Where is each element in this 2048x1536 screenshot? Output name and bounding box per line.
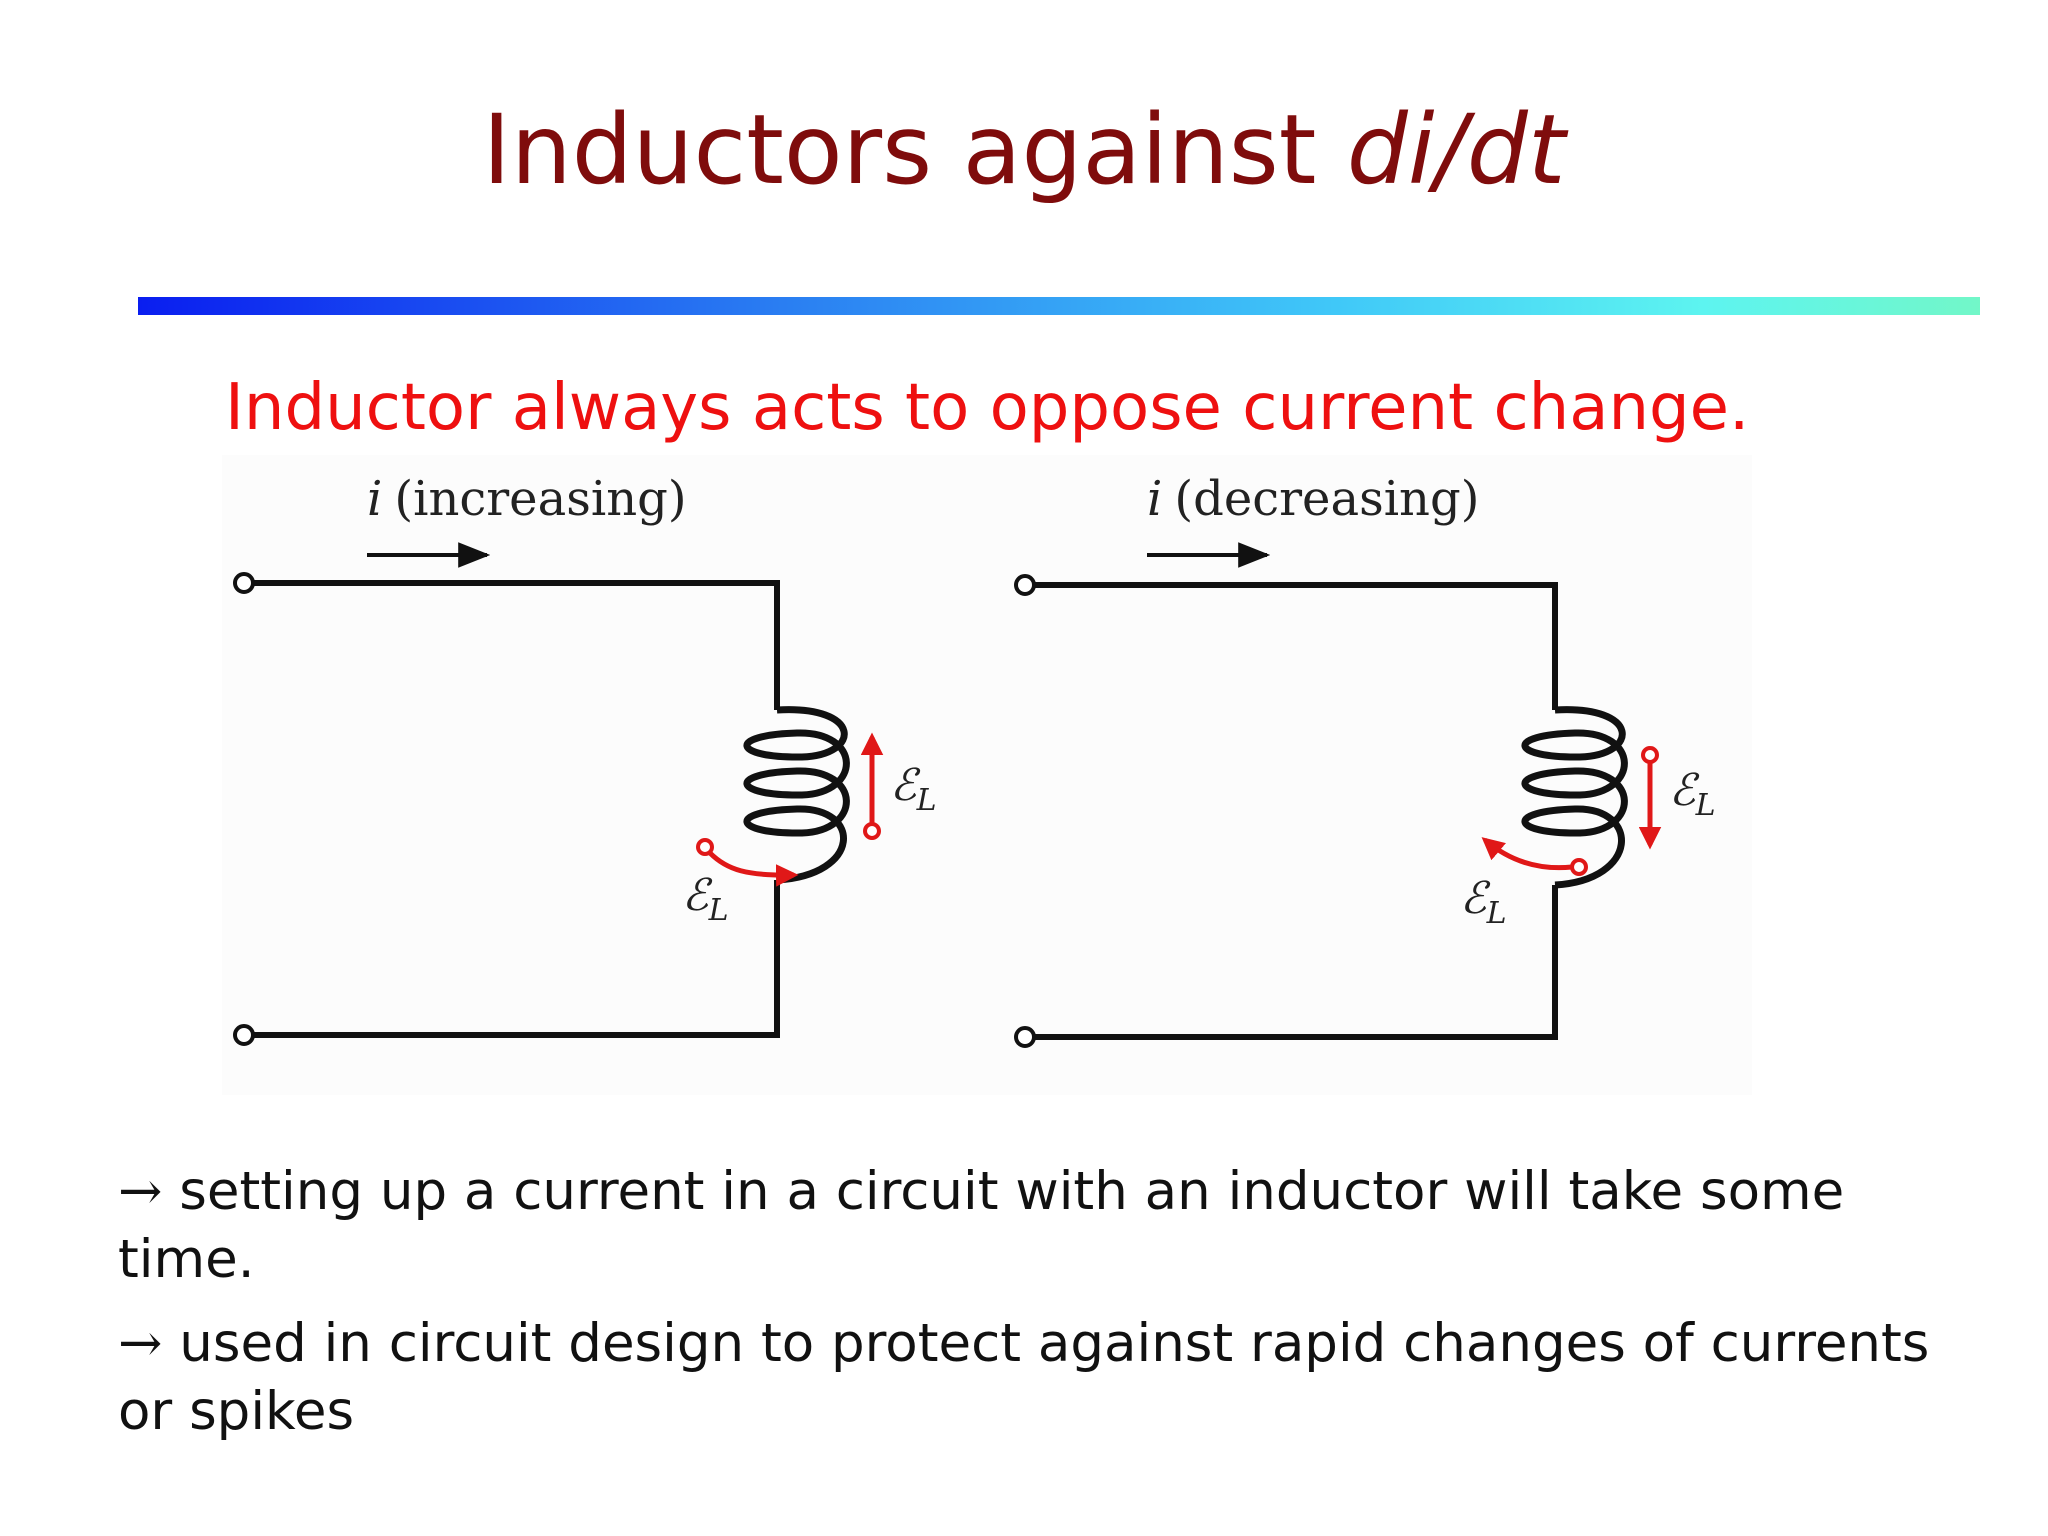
left-bottom-terminal — [233, 1024, 255, 1046]
slide-title: Inductors against di/dt — [0, 95, 2048, 205]
right-emf-symbol-curved: ℰ — [1460, 873, 1491, 924]
left-emf-label-vertical: ℰL — [890, 760, 937, 818]
right-top-terminal — [1014, 574, 1036, 596]
circuit-figure: i(increasing) ℰL ℰL i(decreasing) — [222, 455, 1752, 1095]
bullet-list: → setting up a current in a circuit with… — [118, 1158, 1938, 1462]
right-emf-label-curved: ℰL — [1460, 873, 1507, 931]
subtitle: Inductor always acts to oppose current c… — [225, 371, 1750, 445]
left-emf-symbol-curved: ℰ — [682, 870, 713, 921]
left-emf-terminal-curved — [696, 838, 714, 856]
left-emf-arrow-curved — [708, 851, 799, 887]
left-emf-sub-curved: L — [708, 893, 729, 928]
right-circuit: i(decreasing) ℰL ℰL — [1014, 471, 1716, 1048]
gradient-divider — [138, 297, 1980, 315]
right-emf-arrow-curved — [1481, 837, 1573, 871]
left-emf-terminal-vertical — [863, 822, 881, 840]
arrow-icon: → — [118, 1313, 163, 1374]
right-emf-sub-curved: L — [1486, 896, 1507, 931]
left-i-symbol: i — [367, 471, 382, 527]
right-i-symbol: i — [1147, 471, 1162, 527]
right-bottom-wire — [1034, 885, 1558, 1040]
right-current-text: (decreasing) — [1174, 471, 1479, 527]
left-top-wire — [253, 580, 780, 710]
right-emf-label-vertical: ℰL — [1669, 765, 1716, 823]
left-inductor-coil — [743, 706, 850, 884]
left-bottom-wire — [253, 880, 780, 1038]
title-italic: di/dt — [1346, 94, 1566, 206]
bullet-item: → used in circuit design to protect agai… — [118, 1310, 1938, 1446]
bullet-item: → setting up a current in a circuit with… — [118, 1158, 1938, 1294]
circuit-diagram: i(increasing) ℰL ℰL i(decreasing) — [233, 471, 1716, 1048]
right-emf-terminal-curved — [1570, 858, 1588, 876]
left-emf-sub-vertical: L — [916, 783, 937, 818]
left-emf-label-curved: ℰL — [682, 870, 729, 928]
left-current-text: (increasing) — [394, 471, 686, 527]
right-emf-terminal-vertical — [1641, 746, 1659, 764]
right-emf-sub-vertical: L — [1695, 788, 1716, 823]
left-current-label: i(increasing) — [367, 471, 687, 527]
right-emf-symbol-vertical: ℰ — [1669, 765, 1700, 816]
bullet-text: setting up a current in a circuit with a… — [118, 1161, 1845, 1290]
right-bottom-terminal — [1014, 1026, 1036, 1048]
left-circuit: i(increasing) ℰL ℰL — [233, 471, 937, 1046]
left-emf-symbol-vertical: ℰ — [890, 760, 921, 811]
right-current-label: i(decreasing) — [1147, 471, 1479, 527]
left-top-terminal — [233, 572, 255, 594]
title-main: Inductors against — [482, 94, 1347, 206]
right-inductor-coil — [1521, 706, 1628, 889]
arrow-icon: → — [118, 1161, 163, 1222]
right-top-wire — [1034, 582, 1558, 710]
bullet-text: used in circuit design to protect agains… — [118, 1313, 1930, 1442]
